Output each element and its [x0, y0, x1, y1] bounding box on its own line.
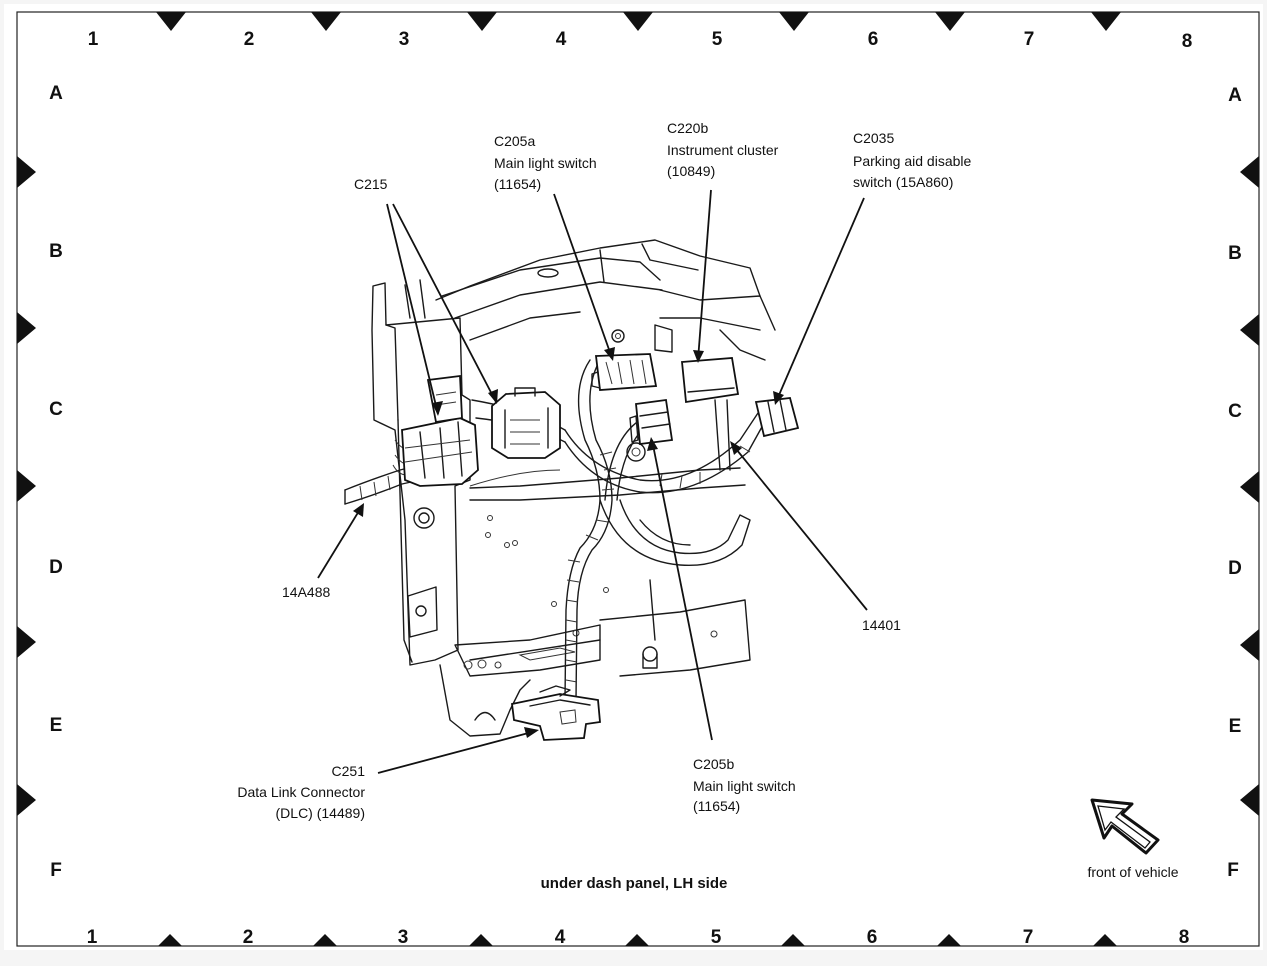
- col-label-2-bottom: 2: [243, 927, 254, 948]
- grid-tick-right-2: [1240, 314, 1259, 346]
- grid-tick-bottom-6: [937, 934, 961, 946]
- grid-tick-top-6: [935, 12, 965, 31]
- column-labels-bottom: 1 2 3 4 5 6 7 8: [87, 927, 1190, 948]
- leader-lines: [317, 189, 868, 774]
- col-label-8-bottom: 8: [1179, 927, 1190, 948]
- label-c220b-desc: Instrument cluster: [667, 142, 779, 158]
- label-14a488: 14A488: [282, 584, 330, 600]
- connector-c220b: [681, 357, 740, 404]
- col-label-2-top: 2: [244, 29, 255, 50]
- label-c205a-desc: Main light switch: [494, 155, 597, 171]
- row-label-D-left: D: [49, 557, 63, 578]
- grid-tick-right-5: [1240, 784, 1259, 816]
- grid-tick-right-1: [1240, 156, 1259, 188]
- connector-c2035: [754, 397, 800, 438]
- col-label-4-top: 4: [556, 29, 567, 50]
- front-of-vehicle-label: front of vehicle: [1087, 864, 1178, 880]
- col-label-5-bottom: 5: [711, 927, 722, 948]
- row-label-B-left: B: [49, 241, 63, 262]
- grid-tick-left-2: [17, 312, 36, 344]
- col-label-3-bottom: 3: [398, 927, 409, 948]
- label-c2035-part: switch (15A860): [853, 174, 953, 190]
- row-label-A-left: A: [49, 83, 63, 104]
- row-label-E-left: E: [50, 715, 63, 736]
- col-label-3-top: 3: [399, 29, 410, 50]
- col-label-8-top: 8: [1182, 31, 1193, 52]
- row-label-A-right: A: [1228, 85, 1242, 106]
- label-c205b-id: C205b: [693, 756, 734, 772]
- column-labels-top: 1 2 3 4 5 6 7 8: [88, 29, 1193, 52]
- grid-tick-right-3: [1240, 471, 1259, 503]
- grid-tick-top-4: [623, 12, 653, 31]
- row-label-F-left: F: [50, 860, 62, 881]
- col-label-1-bottom: 1: [87, 927, 98, 948]
- grid-tick-left-4: [17, 626, 36, 658]
- row-label-F-right: F: [1227, 860, 1239, 881]
- label-c220b: C220b Instrument cluster (10849): [667, 120, 779, 179]
- grid-tick-bottom-5: [781, 934, 805, 946]
- label-c215: C215: [354, 176, 388, 192]
- label-c205b: C205b Main light switch (11654): [693, 756, 796, 814]
- grid-tick-top-2: [311, 12, 341, 31]
- label-14401: 14401: [862, 617, 901, 633]
- diagram-caption: under dash panel, LH side: [541, 875, 728, 892]
- label-c205a-id: C205a: [494, 133, 535, 149]
- label-c205b-desc: Main light switch: [693, 778, 796, 794]
- grid-tick-bottom-3: [469, 934, 493, 946]
- grid-tick-bottom-2: [313, 934, 337, 946]
- connector-c205b: [629, 398, 674, 446]
- grid-tick-top-3: [467, 12, 497, 31]
- grid-tick-right-4: [1240, 629, 1259, 661]
- connector-c215-right: [491, 387, 561, 459]
- grid-tick-top-7: [1091, 12, 1121, 31]
- row-label-B-right: B: [1228, 243, 1242, 264]
- row-label-C-left: C: [49, 399, 63, 420]
- row-labels-right: A B C D E F: [1227, 85, 1242, 881]
- connector-c205a: [591, 353, 658, 391]
- label-c2035-desc: Parking aid disable: [853, 153, 972, 169]
- label-c251-part: (DLC) (14489): [276, 805, 365, 821]
- grid-tick-left-5: [17, 784, 36, 816]
- row-label-D-right: D: [1228, 558, 1242, 579]
- col-label-6-bottom: 6: [867, 927, 878, 948]
- col-label-4-bottom: 4: [555, 927, 566, 948]
- col-label-5-top: 5: [712, 29, 723, 50]
- connector-c215-left: [401, 374, 479, 487]
- grid-tick-bottom-4: [625, 934, 649, 946]
- grid-tick-top-1: [156, 12, 186, 31]
- label-c220b-id: C220b: [667, 120, 708, 136]
- col-label-7-top: 7: [1024, 29, 1035, 50]
- grid-tick-left-1: [17, 156, 36, 188]
- row-label-E-right: E: [1229, 716, 1242, 737]
- label-c205a: C205a Main light switch (11654): [494, 133, 597, 192]
- grid-tick-bottom-7: [1093, 934, 1117, 946]
- label-c205a-part: (11654): [494, 176, 541, 192]
- label-c205b-part: (11654): [693, 798, 740, 814]
- grid-tick-left-3: [17, 470, 36, 502]
- row-label-C-right: C: [1228, 401, 1242, 422]
- col-label-1-top: 1: [88, 29, 99, 50]
- col-label-6-top: 6: [868, 29, 879, 50]
- connector-c251-dlc: [511, 685, 601, 741]
- col-label-7-bottom: 7: [1023, 927, 1034, 948]
- label-c2035-id: C2035: [853, 130, 894, 146]
- grid-markers: [17, 12, 1259, 946]
- front-arrow-icon: [1090, 798, 1160, 855]
- label-c251-desc: Data Link Connector: [237, 784, 365, 800]
- label-c2035: C2035 Parking aid disable switch (15A860…: [853, 130, 972, 190]
- row-labels-left: A B C D E F: [49, 83, 63, 881]
- grid-tick-bottom-1: [158, 934, 182, 946]
- grid-tick-top-5: [779, 12, 809, 31]
- label-c220b-part: (10849): [667, 163, 715, 179]
- label-c251-id: C251: [332, 763, 366, 779]
- label-c251: C251 Data Link Connector (DLC) (14489): [237, 763, 365, 821]
